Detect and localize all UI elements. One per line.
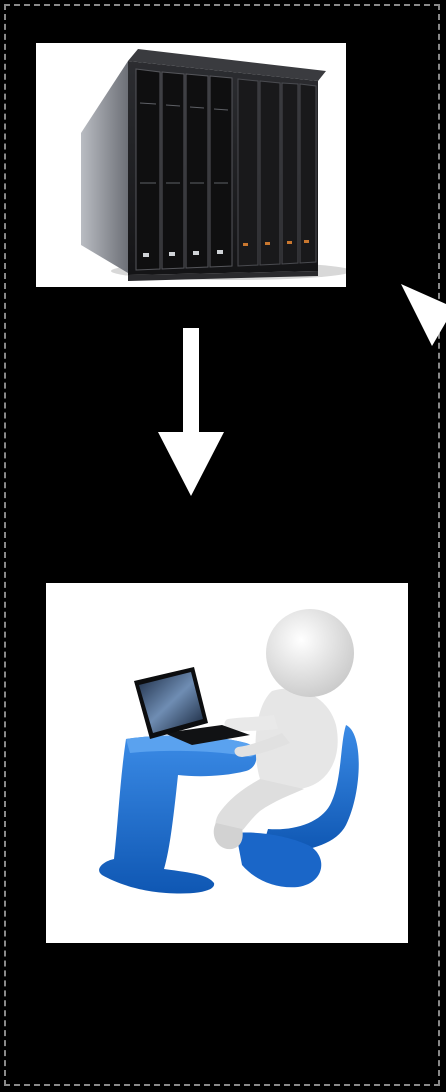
down-arrow <box>156 328 226 498</box>
laptop-user-icon <box>46 583 408 943</box>
blade-server-icon <box>36 43 346 287</box>
diagonal-arrow-partial <box>398 278 446 350</box>
user-laptop-image-panel <box>46 583 408 943</box>
server-image-panel <box>36 43 346 287</box>
